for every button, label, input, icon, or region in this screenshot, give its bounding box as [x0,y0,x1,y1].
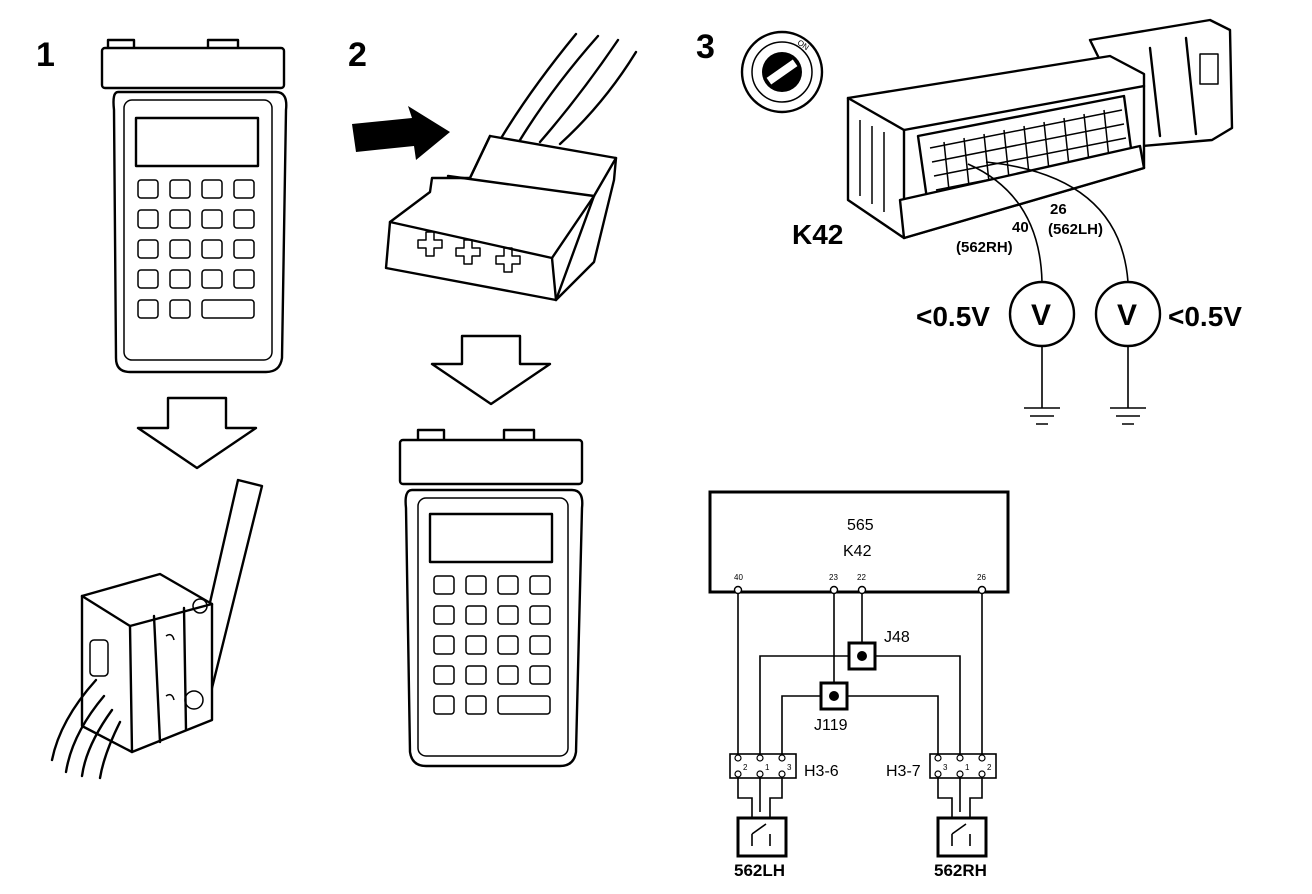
ecu-pin-label: 40 [734,573,743,582]
connector-disconnect-icon [50,478,264,780]
connector-pin-label: 3 [787,763,792,772]
connector-pin-label: 1 [765,763,770,772]
diagnostic-tester-icon [100,38,288,374]
junction-j119-label: J119 [814,717,848,734]
connector-pin-label: 2 [987,763,992,772]
step-number-2: 2 [348,36,367,74]
probe-lead-right [985,161,1129,283]
connector-h3-6-label: H3-6 [804,763,839,780]
step-number-1: 1 [36,36,55,74]
step-number-3: 3 [696,28,715,66]
junction-j48-label: J48 [884,629,910,646]
ecu-pin-label: 26 [977,573,986,582]
ignition-switch-icon: ON [740,30,824,114]
connector-label: K42 [792,219,843,250]
meter-symbol: V [1117,299,1137,332]
meter-right-reading: <0.5V [1168,301,1242,332]
pin-40-circuit: (562RH) [956,239,1013,256]
pin-grid [929,109,1129,201]
connector-pin-label: 3 [943,763,948,772]
ecu-pin-label: 22 [857,573,866,582]
pin-26-circuit: (562LH) [1048,221,1103,238]
wiring-schematic: 565 K42 40 23 22 26 J48 J119 [708,490,1010,880]
ecu-box [708,490,1010,594]
pin-26-number: 26 [1050,201,1067,218]
arrow-down-icon [430,334,552,406]
switch-562lh [736,816,788,858]
ecu-name: K42 [843,543,872,560]
voltmeter-left-icon: V [1008,280,1076,425]
switch-562lh-label: 562LH [734,861,785,880]
ecu-pin-label: 23 [829,573,838,582]
pin-40-number: 40 [1012,219,1029,236]
harness-connector-icon [384,32,638,302]
meter-left-reading: <0.5V [916,301,990,332]
meter-symbol: V [1031,299,1051,332]
switch-562rh-label: 562RH [934,861,987,880]
ecu-code: 565 [847,517,874,534]
connector-pin-label: 2 [743,763,748,772]
switch-562rh [936,816,988,858]
connector-pin-label: 1 [965,763,970,772]
connector-h3-7-label: H3-7 [886,763,921,780]
k42-connector-icon [846,18,1234,240]
push-arrow-icon [352,106,450,160]
voltmeter-right-icon: V [1094,280,1162,425]
probe-lead-left [967,163,1043,283]
arrow-down-icon [136,396,258,470]
diagnostic-tester-icon [398,428,584,768]
